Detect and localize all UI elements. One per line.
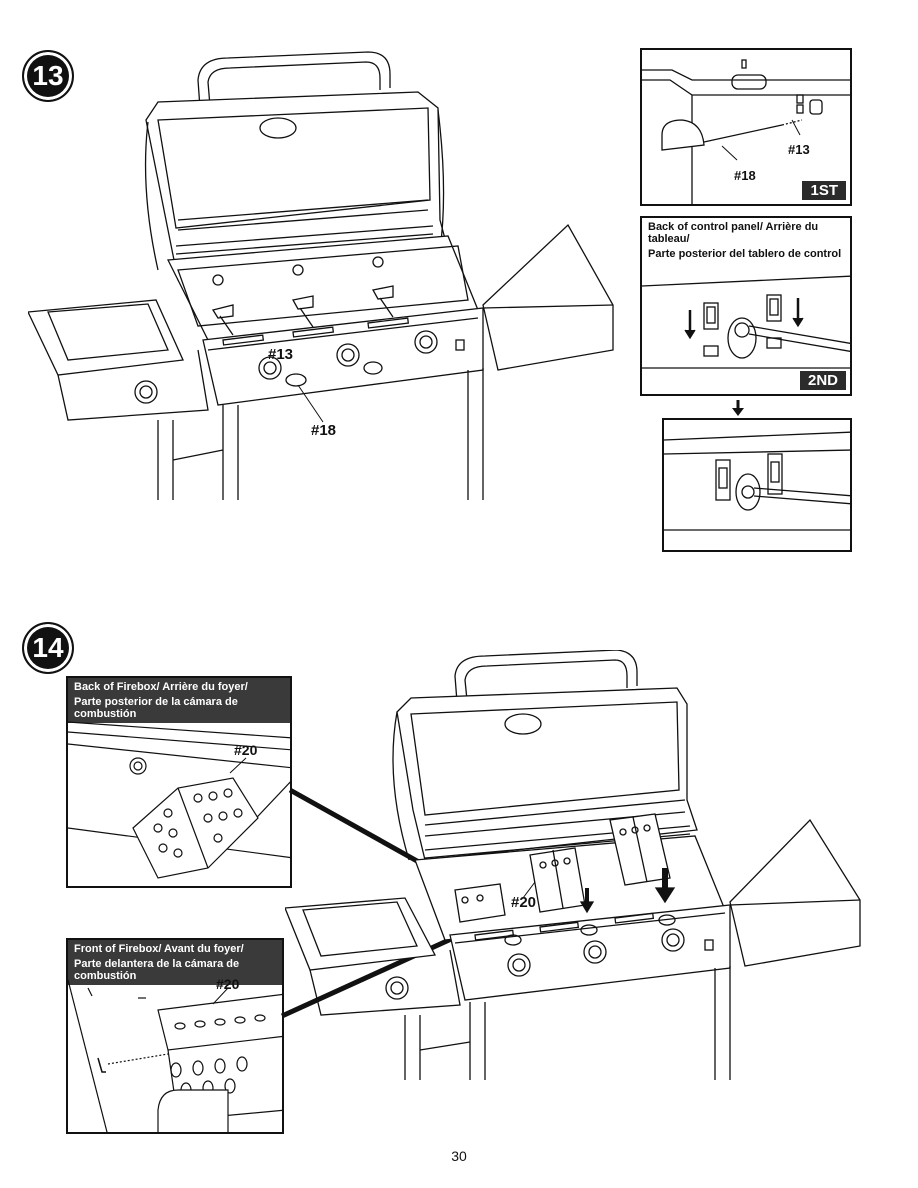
back-detail-header-1: Back of Firebox/ Arrière du foyer/	[68, 678, 290, 696]
step-14-badge: 14	[22, 622, 74, 674]
step-13-grill-illustration: #13 #18	[28, 50, 628, 510]
step-14-callout-20: #20	[511, 894, 537, 911]
step-14-back-detail: Back of Firebox/ Arrière du foyer/ Parte…	[66, 676, 292, 888]
front-detail-header-2: Parte delantera de la cámara de combusti…	[68, 958, 282, 985]
step-13-detail-1st: #13 #18 1ST	[640, 48, 852, 206]
down-arrow-icon	[728, 398, 748, 418]
detail-1st-tag: 1ST	[802, 181, 846, 200]
front-detail-callout-20: #20	[216, 976, 240, 992]
detail-2nd-header-2: Parte posterior del tablero de control	[648, 248, 842, 260]
step-13-detail-2nd: Back of control panel/ Arrière du tablea…	[640, 216, 852, 396]
detail-1st-callout-13: #13	[788, 142, 810, 157]
back-detail-callout-20: #20	[234, 742, 258, 758]
step-13-detail-result	[662, 418, 852, 552]
detail-2nd-header-1: Back of control panel/ Arrière du tablea…	[648, 221, 819, 245]
step-13-callout-18: #18	[311, 422, 337, 439]
detail-1st-callout-18: #18	[734, 168, 756, 183]
back-detail-header-2: Parte posterior de la cámara de combusti…	[68, 696, 290, 723]
detail-2nd-tag: 2ND	[799, 371, 846, 390]
page-number: 30	[451, 1148, 467, 1164]
step-13-badge: 13	[22, 50, 74, 102]
front-detail-header-1: Front of Firebox/ Avant du foyer/	[68, 940, 282, 958]
step-14-front-detail: Front of Firebox/ Avant du foyer/ Parte …	[66, 938, 284, 1134]
step-14-grill-illustration: #20	[285, 650, 865, 1080]
step-13-callout-13: #13	[268, 346, 294, 363]
